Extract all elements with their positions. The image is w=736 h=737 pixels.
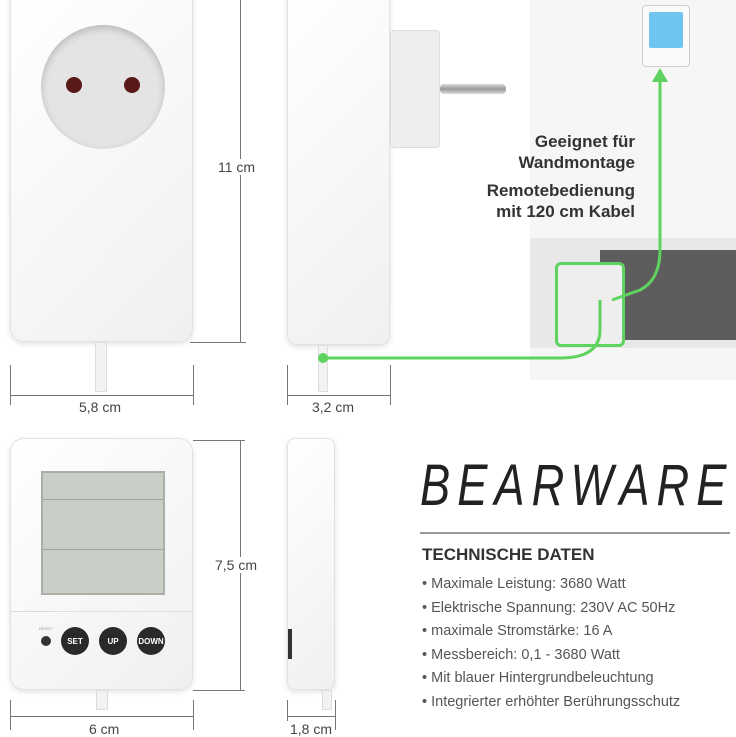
specs-title: TECHNISCHE DATEN: [422, 545, 595, 564]
wall-photo: [530, 0, 736, 380]
display-unit-side: [287, 438, 335, 690]
spec-item: maximale Stromstärke: 16 A: [422, 620, 736, 644]
brand-logo: BEARWARE: [420, 453, 734, 518]
socket-adapter-front: [10, 0, 193, 342]
spec-item: Mit blauer Hintergrundbeleuchtung: [422, 667, 736, 691]
spec-item: Elektrische Spannung: 230V AC 50Hz: [422, 597, 736, 621]
display-unit-wall: [642, 5, 690, 67]
socket-adapter-side: [287, 0, 390, 345]
reset-button[interactable]: [41, 636, 51, 646]
set-button[interactable]: SET: [61, 627, 89, 655]
spec-item: Maximale Leistung: 3680 Watt: [422, 573, 736, 597]
wall-socket: [555, 262, 625, 347]
divider: [420, 532, 730, 534]
wall-mount-note-1: Geeignet für: [534, 132, 635, 151]
wall-mount-note-2: Wandmontage: [518, 153, 635, 172]
reset-label: RESET: [39, 626, 53, 631]
down-button[interactable]: DOWN: [137, 627, 165, 655]
remote-note-1: Remotebedienung: [486, 181, 635, 200]
height-label: 11 cm: [215, 159, 259, 175]
technical-specs: TECHNISCHE DATEN Maximale Leistung: 3680…: [422, 545, 736, 714]
plug-pin: [440, 84, 506, 94]
display-height-label: 7,5 cm: [212, 557, 261, 573]
display-width-label: 6 cm: [86, 721, 123, 737]
up-button[interactable]: UP: [99, 627, 127, 655]
remote-note-2: mit 120 cm Kabel: [496, 202, 635, 221]
spec-item: Messbereich: 0,1 - 3680 Watt: [422, 644, 736, 668]
display-depth-label: 1,8 cm: [287, 721, 336, 737]
cable: [95, 342, 107, 392]
plug-body: [390, 30, 440, 148]
socket-outlet: [41, 25, 165, 149]
lcd-screen: [41, 471, 165, 595]
cable-highlight: [318, 68, 668, 363]
width-label: 5,8 cm: [76, 399, 125, 415]
depth-label: 3,2 cm: [309, 399, 358, 415]
display-unit-front: RESET SET UP DOWN: [10, 438, 193, 690]
spec-item: Integrierter erhöhter Berührungsschutz: [422, 691, 736, 715]
